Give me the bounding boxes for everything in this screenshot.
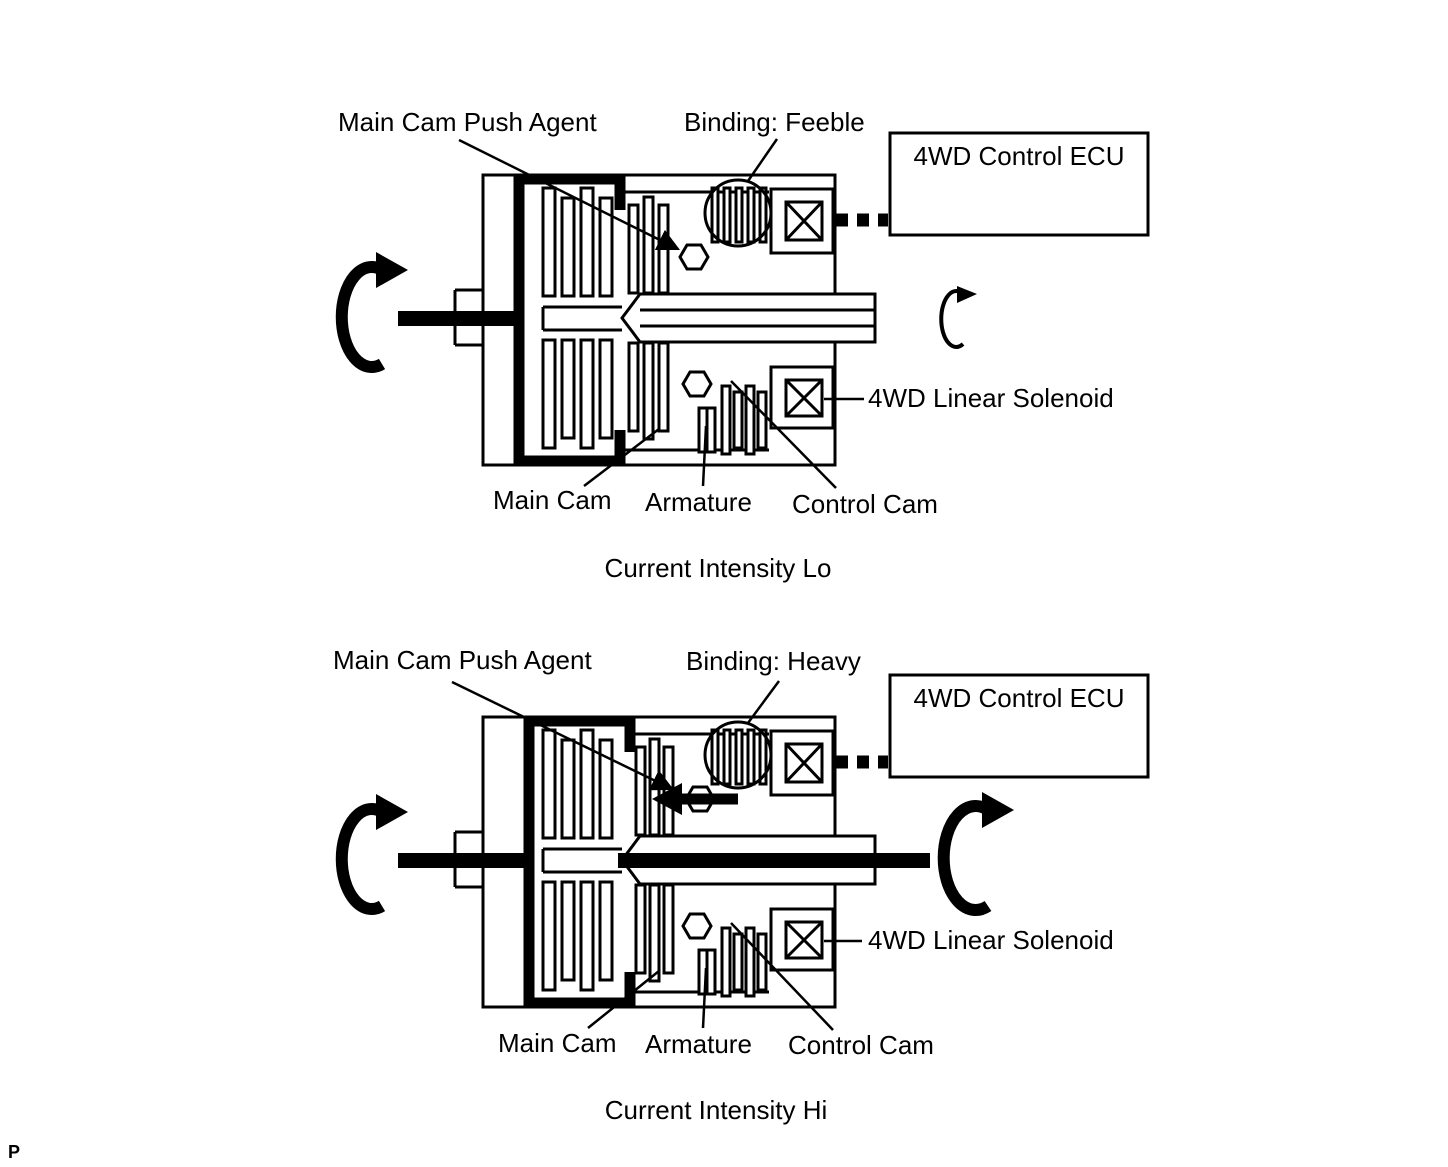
control-cam-leader [730,380,837,489]
input-rotation-arrow [335,794,408,915]
control-cam-label: Control Cam [792,489,938,519]
main-cam-leader [583,428,660,487]
control-cam-plates [720,384,768,456]
output-shaft [618,834,930,886]
diagram-current-intensity-lo: Main Cam Push Agent Binding: Feeble 4WD … [335,107,1150,583]
output-rotation-arrow [937,792,1014,916]
solenoid-label: 4WD Linear Solenoid [868,925,1114,955]
main-cam-leader [587,970,660,1029]
solenoid-upper [769,187,835,255]
output-shaft [620,292,877,344]
clutch-pack-upper [541,728,675,840]
ecu-label: 4WD Control ECU [914,683,1125,713]
armature-label: Armature [645,487,752,517]
push-agent-label: Main Cam Push Agent [338,107,597,137]
main-cam-label: Main Cam [493,485,611,515]
input-shaft [398,311,522,326]
solenoid-lower [769,365,835,430]
output-shaft-engaged [618,853,930,868]
diagram-caption: Current Intensity Lo [605,553,832,583]
binding-plates [710,728,768,786]
cam-pin-lower [681,370,713,398]
main-cam-push-agent-bracket [513,173,626,467]
push-agent-leader [458,138,681,251]
binding-leader [746,138,779,182]
clutch-pack-lower [541,880,675,992]
control-cam-plates [720,926,768,998]
push-direction-arrow [652,783,738,815]
hub-centre [541,305,622,332]
armature-label: Armature [645,1029,752,1059]
main-cam-label: Main Cam [498,1028,616,1058]
ecu-label: 4WD Control ECU [914,141,1125,171]
push-agent-leader [451,680,675,791]
control-cam-leader [730,922,834,1031]
cam-pin-lower [681,912,713,940]
output-rotation-arrow [939,286,977,349]
armature-leader [701,425,708,487]
ecu-box [888,131,1150,237]
page-corner-mark: P [8,1142,21,1162]
binding-label: Binding: Feeble [684,107,865,137]
solenoid-lower [769,907,835,972]
diagram-current-intensity-hi: Main Cam Push Agent Binding: Heavy 4WD C… [333,645,1150,1125]
main-cam-push-agent-bracket [523,715,636,1009]
solenoid-label: 4WD Linear Solenoid [868,383,1114,413]
control-cam-label: Control Cam [788,1030,934,1060]
binding-label: Binding: Heavy [686,646,861,676]
binding-plates [710,186,768,244]
input-shaft [398,853,532,868]
armature-leader [701,967,708,1029]
cam-pin-upper [678,243,710,271]
clutch-pack-upper [541,186,670,298]
ecu-box [888,673,1150,779]
diagram-caption: Current Intensity Hi [605,1095,828,1125]
input-rotation-arrow [335,252,408,373]
hub-centre [541,847,622,874]
binding-leader [746,680,781,724]
clutch-pack-lower [541,338,670,450]
solenoid-upper [769,729,835,797]
push-agent-label: Main Cam Push Agent [333,645,592,675]
